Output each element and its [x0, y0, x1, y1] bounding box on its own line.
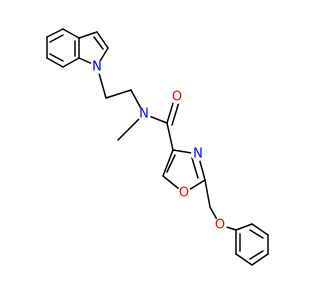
bond	[46, 57, 64, 68]
atom-label: N	[193, 147, 203, 162]
atom-label: O	[179, 186, 189, 201]
atom-n-indole: N	[90, 60, 104, 75]
bond	[235, 253, 253, 266]
bond	[62, 57, 80, 68]
bond	[96, 31, 109, 49]
bond	[204, 179, 211, 208]
bond	[251, 253, 269, 266]
atom-o-oxazole: O	[177, 186, 191, 201]
atom-label: O	[172, 90, 182, 105]
atom-label-layer: N N O N O O	[90, 60, 227, 233]
bond	[249, 229, 264, 239]
atom-o-carbonyl: O	[170, 90, 184, 105]
bond	[93, 36, 104, 50]
atom-n-oxazole: N	[191, 147, 205, 162]
bond	[235, 223, 253, 231]
bond	[49, 53, 64, 62]
bond	[166, 154, 176, 173]
atom-n-amide: N	[137, 107, 151, 122]
bond	[249, 250, 264, 260]
bond	[251, 223, 269, 236]
atom-o-ether: O	[213, 218, 227, 233]
bond	[166, 122, 174, 151]
bond	[166, 99, 175, 124]
molecule-structure: N N O N O O	[46, 28, 269, 266]
bond	[162, 149, 174, 177]
bond	[105, 89, 132, 99]
bond	[62, 28, 80, 39]
atom-label: O	[215, 218, 225, 233]
atom-label: N	[92, 60, 102, 75]
bond	[191, 157, 199, 179]
bond-layer	[46, 28, 269, 266]
bond	[78, 31, 98, 39]
bond	[49, 34, 64, 43]
atom-label: N	[139, 107, 149, 122]
bond	[171, 101, 180, 126]
bond	[46, 28, 64, 38]
